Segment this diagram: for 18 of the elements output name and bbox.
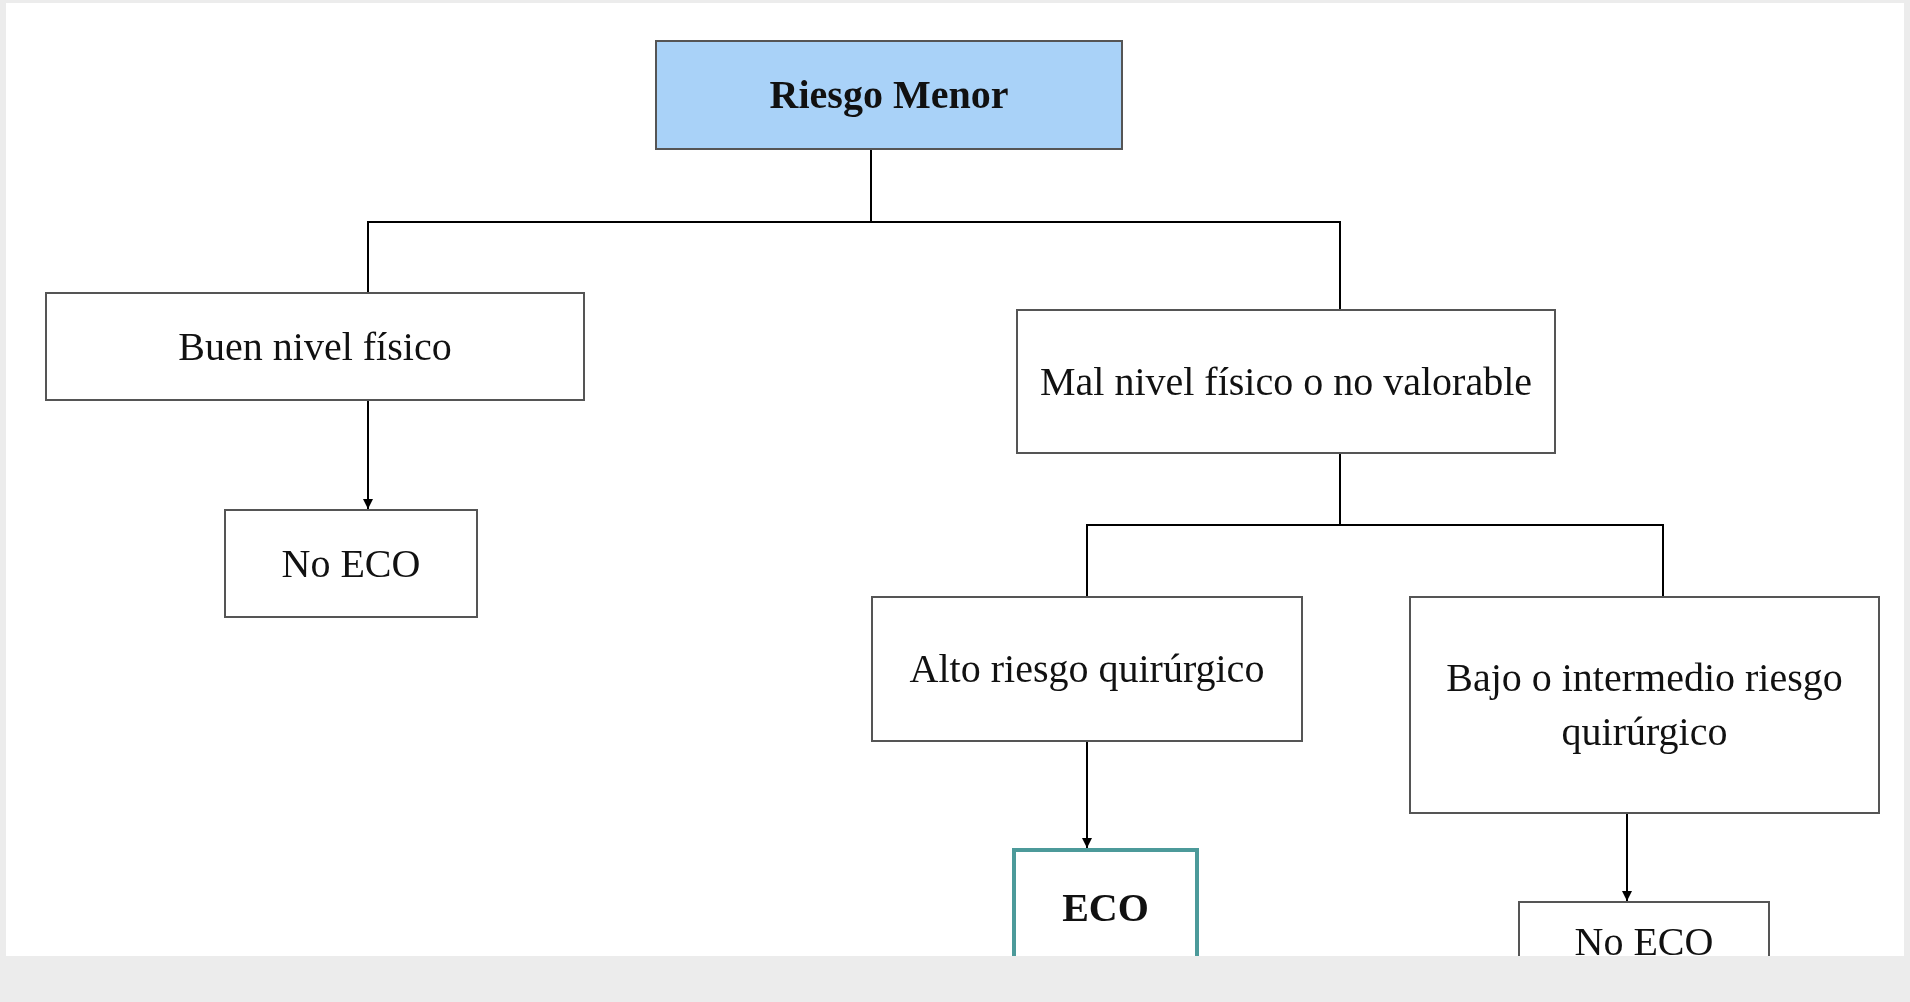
process-box (1409, 596, 1880, 814)
node-text: Buen nivel físico (178, 322, 452, 371)
process-box (224, 509, 478, 618)
node-text: Alto riesgo quirúrgico (909, 645, 1265, 693)
node-text: Bajo o intermedio riesgo quirúrgico (1445, 654, 1844, 756)
node-text: ECO (1062, 884, 1149, 932)
node-text: Mal nivel físico o no valorable (1039, 357, 1533, 406)
node-text: Riesgo Menor (769, 71, 1009, 119)
node-text: No ECO (1574, 918, 1714, 956)
process-box (1016, 309, 1556, 454)
result-box (1012, 848, 1199, 956)
arrow (1082, 741, 1092, 849)
arrow (1622, 813, 1632, 902)
arrow (363, 400, 373, 510)
title-box (655, 40, 1123, 150)
process-box (45, 292, 585, 401)
process-box (871, 596, 1303, 742)
node-text: No ECO (281, 539, 421, 588)
